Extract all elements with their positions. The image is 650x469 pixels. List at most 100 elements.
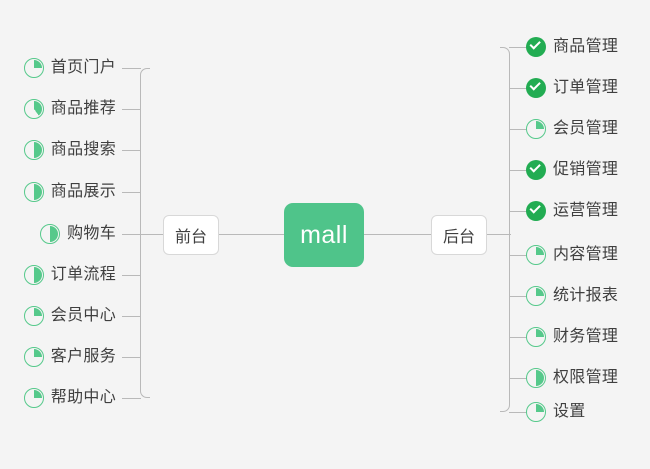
center-node-label: mall bbox=[300, 220, 348, 249]
left-branch-bracket bbox=[140, 68, 150, 398]
branch-item-label: 首页门户 bbox=[50, 59, 116, 76]
check-circle-icon bbox=[526, 78, 546, 98]
stub-left-9 bbox=[122, 398, 141, 399]
branch-item-label: 订单管理 bbox=[553, 79, 619, 96]
branch-item-label: 商品推荐 bbox=[50, 100, 116, 117]
progress-wedge bbox=[528, 329, 544, 345]
stub-left-3 bbox=[122, 150, 141, 151]
mid-node-frontend[interactable]: 前台 bbox=[163, 215, 219, 255]
stub-left-8 bbox=[122, 357, 141, 358]
branch-item[interactable]: 统计报表 bbox=[526, 283, 618, 309]
progress-pie-icon bbox=[23, 388, 44, 408]
check-circle-icon bbox=[526, 37, 546, 57]
branch-item-label: 设置 bbox=[553, 403, 586, 420]
connector-back-to-bracket bbox=[487, 234, 511, 235]
branch-item[interactable]: 订单流程 bbox=[23, 262, 116, 288]
mid-node-backend[interactable]: 后台 bbox=[431, 215, 487, 255]
branch-item-label: 内容管理 bbox=[553, 246, 619, 263]
branch-item-label: 财务管理 bbox=[553, 328, 619, 345]
stub-left-4 bbox=[122, 192, 141, 193]
stub-left-1 bbox=[122, 68, 141, 69]
mid-node-backend-label: 后台 bbox=[442, 229, 475, 246]
check-icon bbox=[529, 160, 541, 172]
stub-left-6 bbox=[122, 275, 141, 276]
progress-pie-icon bbox=[23, 58, 44, 78]
branch-item-label: 商品搜索 bbox=[50, 141, 116, 158]
check-circle-icon bbox=[526, 201, 546, 221]
stub-right-6 bbox=[509, 255, 528, 256]
stub-left-5 bbox=[122, 234, 141, 235]
progress-pie-icon bbox=[526, 286, 546, 306]
progress-wedge bbox=[25, 60, 42, 76]
branch-item-label: 运营管理 bbox=[553, 202, 619, 219]
progress-pie-icon bbox=[526, 327, 546, 347]
progress-pie-icon bbox=[526, 119, 546, 139]
branch-item-label: 促销管理 bbox=[553, 161, 619, 178]
progress-wedge bbox=[528, 288, 544, 304]
branch-item[interactable]: 会员中心 bbox=[23, 303, 116, 329]
progress-wedge bbox=[528, 121, 544, 137]
branch-item[interactable]: 帮助中心 bbox=[23, 385, 116, 411]
branch-item-label: 帮助中心 bbox=[50, 389, 116, 406]
branch-item[interactable]: 商品管理 bbox=[526, 34, 618, 60]
stub-right-9 bbox=[509, 378, 528, 379]
progress-pie-icon bbox=[526, 368, 546, 388]
branch-item[interactable]: 购物车 bbox=[40, 221, 116, 247]
progress-pie-icon bbox=[23, 140, 44, 160]
check-icon bbox=[529, 201, 541, 213]
progress-wedge bbox=[25, 267, 42, 283]
branch-item-label: 购物车 bbox=[67, 225, 116, 242]
branch-item[interactable]: 促销管理 bbox=[526, 157, 618, 183]
progress-pie-icon bbox=[526, 402, 546, 422]
mid-node-frontend-label: 前台 bbox=[174, 229, 207, 246]
progress-pie-icon bbox=[23, 347, 44, 367]
center-node-mall[interactable]: mall bbox=[284, 203, 364, 267]
progress-wedge bbox=[25, 142, 42, 158]
connector-front-to-bracket bbox=[140, 234, 164, 235]
progress-wedge bbox=[42, 226, 59, 242]
branch-item[interactable]: 首页门户 bbox=[23, 55, 116, 81]
progress-wedge bbox=[528, 247, 544, 263]
progress-wedge bbox=[25, 308, 42, 324]
branch-item[interactable]: 客户服务 bbox=[23, 344, 116, 370]
branch-item[interactable]: 商品推荐 bbox=[23, 96, 116, 122]
progress-pie-icon bbox=[23, 306, 44, 326]
stub-right-5 bbox=[509, 211, 528, 212]
branch-item[interactable]: 内容管理 bbox=[526, 242, 618, 268]
branch-item[interactable]: 权限管理 bbox=[526, 365, 618, 391]
branch-item-label: 会员中心 bbox=[50, 307, 116, 324]
branch-item-label: 商品展示 bbox=[50, 183, 116, 200]
check-circle-icon bbox=[526, 160, 546, 180]
stub-right-2 bbox=[509, 88, 528, 89]
branch-item[interactable]: 商品展示 bbox=[23, 179, 116, 205]
progress-wedge bbox=[528, 370, 544, 386]
progress-pie-icon bbox=[23, 99, 44, 119]
connector-center-to-back bbox=[363, 234, 432, 235]
progress-wedge bbox=[528, 404, 544, 420]
check-icon bbox=[529, 37, 541, 49]
stub-right-3 bbox=[509, 129, 528, 130]
branch-item[interactable]: 财务管理 bbox=[526, 324, 618, 350]
branch-item-label: 会员管理 bbox=[553, 120, 619, 137]
branch-item[interactable]: 会员管理 bbox=[526, 116, 618, 142]
stub-right-1 bbox=[509, 47, 528, 48]
progress-wedge bbox=[25, 390, 42, 406]
stub-left-2 bbox=[122, 109, 141, 110]
branch-item-label: 客户服务 bbox=[50, 348, 116, 365]
branch-item[interactable]: 商品搜索 bbox=[23, 137, 116, 163]
branch-item-label: 商品管理 bbox=[553, 38, 619, 55]
progress-wedge bbox=[25, 349, 42, 365]
branch-item[interactable]: 运营管理 bbox=[526, 198, 618, 224]
right-branch-bracket bbox=[500, 47, 510, 412]
branch-item-label: 统计报表 bbox=[553, 287, 619, 304]
branch-item[interactable]: 订单管理 bbox=[526, 75, 618, 101]
progress-pie-icon bbox=[526, 245, 546, 265]
branch-item[interactable]: 设置 bbox=[526, 399, 586, 425]
stub-right-8 bbox=[509, 337, 528, 338]
connector-front-to-center bbox=[219, 234, 285, 235]
stub-right-10 bbox=[509, 412, 528, 413]
stub-left-7 bbox=[122, 316, 141, 317]
progress-wedge bbox=[25, 184, 42, 200]
stub-right-7 bbox=[509, 296, 528, 297]
